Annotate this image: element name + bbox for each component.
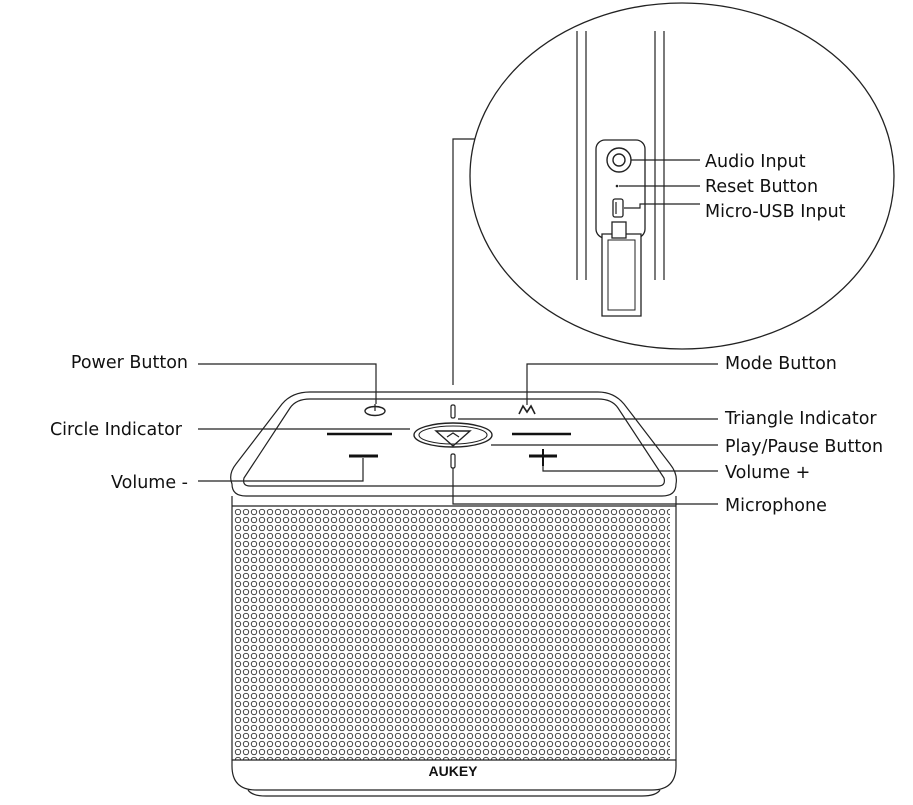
play-pause-button[interactable] bbox=[413, 422, 493, 448]
play-icon bbox=[434, 430, 472, 447]
triangle-indicator-label: Triangle Indicator bbox=[724, 409, 877, 429]
reset-button-label: Reset Button bbox=[705, 177, 818, 197]
port-inset: Audio Input Reset Button Micro-USB Input bbox=[469, 2, 895, 350]
mode-button-icon[interactable] bbox=[518, 404, 536, 415]
brand-logo: AUKEY bbox=[428, 763, 478, 779]
microphone-label: Microphone bbox=[725, 496, 827, 516]
inset-leader-line bbox=[452, 138, 475, 385]
volume-plus-label: Volume + bbox=[725, 463, 810, 483]
audio-input-label: Audio Input bbox=[705, 152, 806, 172]
volume-plus-icon[interactable] bbox=[529, 449, 557, 466]
power-button-label: Power Button bbox=[71, 353, 188, 373]
rubber-flap bbox=[601, 233, 642, 317]
play-pause-button-label: Play/Pause Button bbox=[725, 437, 883, 457]
reset-pinhole-icon bbox=[615, 184, 619, 188]
mode-button-label: Mode Button bbox=[725, 354, 837, 374]
micro-usb-port-icon bbox=[612, 198, 624, 218]
triangle-indicator-light bbox=[450, 404, 456, 419]
volume-minus-label: Volume - bbox=[111, 473, 188, 493]
power-button-icon[interactable] bbox=[364, 404, 386, 417]
speaker-grille bbox=[234, 508, 670, 760]
callout-leaders bbox=[198, 363, 718, 505]
circle-indicator-label: Circle Indicator bbox=[50, 420, 183, 440]
micro-usb-input-label: Micro-USB Input bbox=[705, 202, 846, 222]
inset-circle bbox=[469, 2, 895, 350]
speaker-body: AUKEY bbox=[230, 391, 677, 797]
microphone-hole bbox=[450, 453, 456, 469]
